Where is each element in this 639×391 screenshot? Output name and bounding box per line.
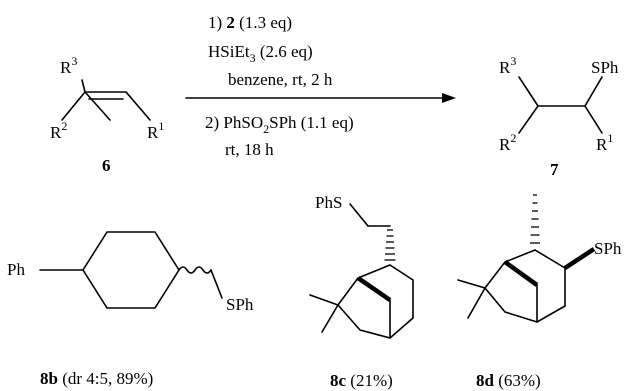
example-8d-sph-label: SPh xyxy=(594,239,622,258)
product-r2-label: R2 xyxy=(499,131,516,154)
product-bond-sph xyxy=(584,76,603,107)
example-8c-hashed-bond xyxy=(384,229,396,261)
product-r3-label: R3 xyxy=(499,54,516,77)
product-7: R3 SPh R2 R1 7 xyxy=(499,54,619,179)
alkene-bond-left xyxy=(61,91,86,121)
example-8d-ring xyxy=(484,249,566,323)
alkene-bond-right xyxy=(125,91,151,121)
example-8b-wavy-bond xyxy=(178,266,212,274)
example-8b: Ph SPh 8b (dr 4:5, 89%) xyxy=(7,231,254,388)
example-8b-sph-label: SPh xyxy=(226,295,254,314)
product-bond-r2 xyxy=(518,105,539,134)
example-8c: PhS 8c (21%) xyxy=(309,193,414,390)
condition-solvent: benzene, rt, 2 h xyxy=(228,70,333,89)
example-8c-methyl-1 xyxy=(309,294,339,306)
substrate-6: R3 R2 R1 6 xyxy=(50,54,164,175)
product-r1-label: R1 xyxy=(596,131,613,154)
example-8b-caption: 8b (dr 4:5, 89%) xyxy=(40,369,153,388)
condition-step2: 2) PhSO2SPh (1.1 eq) xyxy=(205,113,354,136)
alkene-bond-up xyxy=(81,79,86,93)
example-8d-sph-wedge xyxy=(563,247,596,270)
example-8c-methyl-2 xyxy=(321,304,339,333)
product-id: 7 xyxy=(550,160,559,179)
product-bond-r3 xyxy=(518,76,539,107)
reaction-conditions-step2: 2) PhSO2SPh (1.1 eq) rt, 18 h xyxy=(205,113,354,159)
condition-step2-time: rt, 18 h xyxy=(225,140,274,159)
alkene-bond-top xyxy=(84,91,111,121)
example-8c-ring xyxy=(337,264,414,339)
product-bond-r1 xyxy=(584,105,603,134)
product-sph-label: SPh xyxy=(591,58,619,77)
example-8d-bridge-wedge xyxy=(503,260,539,287)
example-8c-phs-label: PhS xyxy=(315,193,342,212)
example-8b-cyclohexane-ring xyxy=(82,231,180,309)
example-8b-ch2s-bond xyxy=(210,269,223,299)
substrate-r1-label: R1 xyxy=(147,119,164,142)
example-8c-bridge-wedge xyxy=(356,276,392,302)
substrate-id: 6 xyxy=(102,156,111,175)
substrate-r2-label: R2 xyxy=(50,119,67,142)
substrate-r3-label: R3 xyxy=(60,54,77,77)
example-8c-s-ch2-bond xyxy=(349,203,369,227)
reaction-arrow-head xyxy=(442,93,456,103)
example-8b-ph-label: Ph xyxy=(7,260,25,279)
example-8d: SPh 8d (63%) xyxy=(457,194,622,390)
example-8d-methyl-1 xyxy=(457,279,486,289)
example-8c-caption: 8c (21%) xyxy=(330,371,393,390)
condition-silane: HSiEt3 (2.6 eq) xyxy=(208,42,313,65)
example-8d-hashed-methyl xyxy=(530,194,540,244)
reaction-conditions: 1) 2 (1.3 eq) HSiEt3 (2.6 eq) benzene, r… xyxy=(208,13,333,89)
example-8d-caption: 8d (63%) xyxy=(476,371,541,390)
example-8d-methyl-2 xyxy=(467,287,486,319)
condition-step1: 1) 2 (1.3 eq) xyxy=(208,13,292,32)
